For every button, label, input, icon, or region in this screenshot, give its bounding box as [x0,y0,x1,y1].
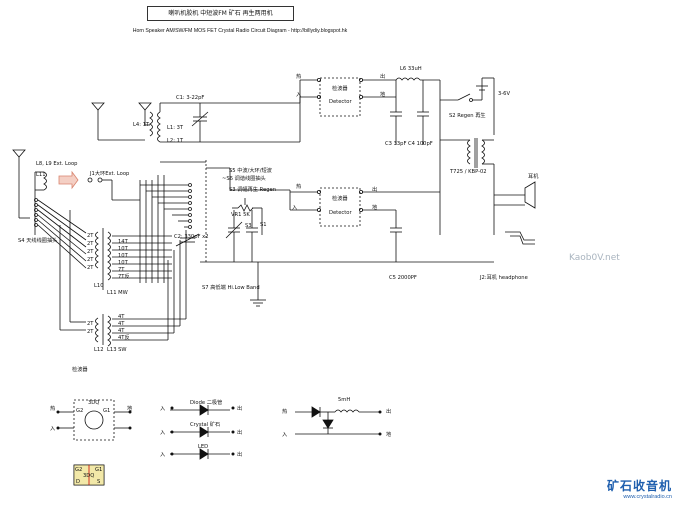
antenna-icon [12,102,152,218]
pin-d: D [76,479,80,485]
label-earphone: 耳机 [528,172,539,180]
svg-text:2T: 2T [87,265,94,271]
legend-led-in: 入 [160,452,165,458]
label-gnd-1: 地 [380,90,385,98]
label-l4: L4: 1T [133,122,150,128]
label-c2: C2: 330pF x2 [174,234,209,240]
svg-text:2T: 2T [87,329,94,335]
label-l12: L12 [94,347,104,353]
label-s4: S4 天线线圈抽头 [18,236,57,244]
watermark: Kaob0V.net [569,253,620,263]
legend-right-5mh: 5mH [338,397,350,403]
mw-right-taps: 14T 10T 10T 10T 7T 7T反 [118,239,130,280]
pin-3dq: 3DQ [83,473,94,479]
label-in-1: 入 [296,92,301,98]
legend-right-in: 入 [282,432,287,438]
label-j1: J1大环Ext. Loop [89,169,130,177]
svg-text:7T反: 7T反 [118,272,130,280]
legend-led: LED [198,444,208,450]
svg-text:4T反: 4T反 [118,333,130,341]
label-l11-mw: L11 MW [107,290,128,296]
label-l1: L1: 3T [167,125,184,131]
label-c3: C3 33pF [385,141,406,147]
svg-text:2T: 2T [87,249,94,255]
legend-right-out: 出 [386,407,391,415]
label-s5: S5 中波/大环/短波 [229,166,273,174]
label-gnd-2: 地 [372,203,377,211]
label-l2: L2: 1T [167,138,184,144]
label-out-1: 出 [380,72,385,80]
legend-led-out: 出 [237,450,242,458]
legend-title: 检波器 [72,365,88,373]
s6-tap-switch [188,183,192,229]
label-l6: L6 33uH [400,66,422,72]
legend-crystal-out: 出 [237,428,242,436]
legend-g2: G2 [76,408,83,414]
label-s7: S7 高低端 Hi.Low Band [202,283,260,291]
logo-text: 矿石收音机 [606,479,672,493]
legend-heat: 热 [50,404,56,412]
svg-text:4T: 4T [118,321,125,327]
svg-text:10T: 10T [118,246,129,252]
label-l13-sw: L13 SW [107,347,127,353]
label-t725: T725 / KBP-02 [449,169,487,175]
legend-in: 入 [50,426,55,432]
svg-text:10T: 10T [118,253,129,259]
sw-left-taps: 2T 2T [87,321,94,335]
legend-3dq: 3DQ [88,400,99,406]
label-vr1: VR1 5K [231,212,250,218]
label-l11: L11 [36,172,46,178]
legend-gnd: 地 [127,404,132,412]
legend-right-heat: 热 [282,407,288,415]
label-detector-2-en: Detector [329,210,352,216]
legend-g1: G1 [103,408,110,414]
svg-text:2T: 2T [87,321,94,327]
label-s1: S1 [260,222,267,228]
site-logo: 矿石收音机 www.crystalradio.cn [607,477,672,500]
label-heat-2: 热 [296,182,302,190]
label-c1: C1: 3-22pF [176,95,204,101]
legend-diode-in: 入 [160,406,165,412]
s4-tap-switch [34,198,38,227]
label-battery: 3-6V [498,91,510,97]
pin-s: S [97,479,100,485]
svg-text:2T: 2T [87,257,94,263]
diagram-title: 喇叭机胶机 中短波FM 矿石 再生两用机 [147,6,294,21]
svg-text:2T: 2T [87,233,94,239]
pin-g1: G1 [95,467,102,473]
label-l8-l9: L8, L9 Ext. Loop [36,161,78,167]
label-l10: L10 [94,283,104,289]
legend-diode-out: 出 [237,404,242,412]
svg-text:10T: 10T [118,260,129,266]
legend-crystal-in: 入 [160,430,165,436]
svg-text:14T: 14T [118,239,129,245]
label-in-2: 入 [292,205,297,211]
diagram-subtitle: Horn Speaker AM/SW/FM MOS FET Crystal Ra… [132,28,348,34]
label-j2: J2:耳机 headphone [479,273,528,281]
label-heat-1: 热 [296,72,302,80]
svg-text:4T: 4T [118,328,125,334]
svg-text:2T: 2T [87,241,94,247]
label-out-2: 出 [372,185,377,193]
pin-g2: G2 [75,467,82,473]
label-detector-2: 检波器 [332,194,348,202]
label-s3: S3 调幅再生 Regen [229,185,276,193]
label-s6: ~S6 调谐线圈抽头 [222,174,266,182]
mw-left-taps: 2T 2T 2T 2T 2T [87,233,94,271]
label-detector-1: 检波器 [332,84,348,92]
label-s3b: S3 [245,223,252,229]
label-s2: S2 Regen 再生 [449,111,486,119]
sw-right-taps: 4T 4T 4T 4T反 [118,314,130,341]
legend-right-gnd: 地 [386,430,391,438]
label-c4: C4 100pF [408,141,433,147]
logo-url: www.crystalradio.cn [623,494,672,500]
label-detector-1-en: Detector [329,99,352,105]
svg-text:7T: 7T [118,267,125,273]
label-c5: C5 2000PF [389,275,417,281]
legend-diode: Diode 二极管 [190,398,222,406]
svg-text:4T: 4T [118,314,125,320]
legend-crystal: Crystal 矿石 [190,420,220,428]
